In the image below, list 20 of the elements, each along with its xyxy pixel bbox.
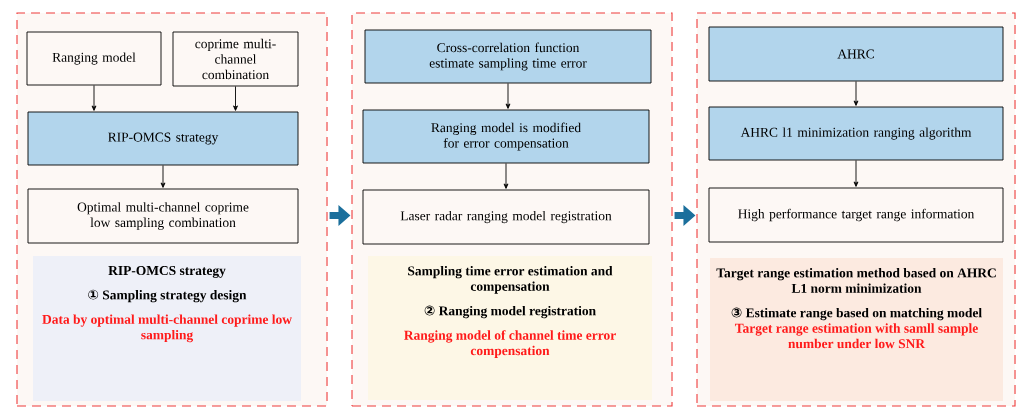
process-box: High performance target range information [708, 187, 1004, 243]
arrow [233, 86, 238, 111]
summary-panel: RIP-OMCS strategy ① Sampling strategy design Data by optimal multi-channel coprime low sampling [33, 256, 301, 401]
arrow [160, 165, 166, 188]
arrow [853, 160, 859, 187]
process-box: coprime multi-channel combination [172, 31, 299, 87]
arrow [853, 81, 859, 106]
process-box: Optimal multi-channel coprime low sampling combination [27, 188, 299, 244]
summary-panel: Sampling time error estimation and compensation ② Ranging model registration Ranging model of channel time error compensation [368, 256, 652, 400]
process-box: Ranging model is modified for error compensation [362, 109, 650, 164]
process-box: Cross-correlation function estimate sampling time error [364, 29, 652, 84]
arrow [91, 85, 97, 111]
summary-panel: Target range estimation method based on AHRC L1 norm minimization ③ Estimate range based on matching model Target range estimation with samll sample number under low SNR [710, 258, 1003, 401]
process-box: Laser radar ranging model registration [362, 189, 650, 245]
process-box: Ranging model [26, 31, 162, 86]
arrow [503, 163, 509, 189]
process-box: AHRC l1 minimization ranging algorithm [708, 106, 1004, 161]
arrow [505, 83, 511, 109]
process-box: AHRC [708, 26, 1004, 82]
process-box: RIP-OMCS strategy [27, 111, 299, 166]
